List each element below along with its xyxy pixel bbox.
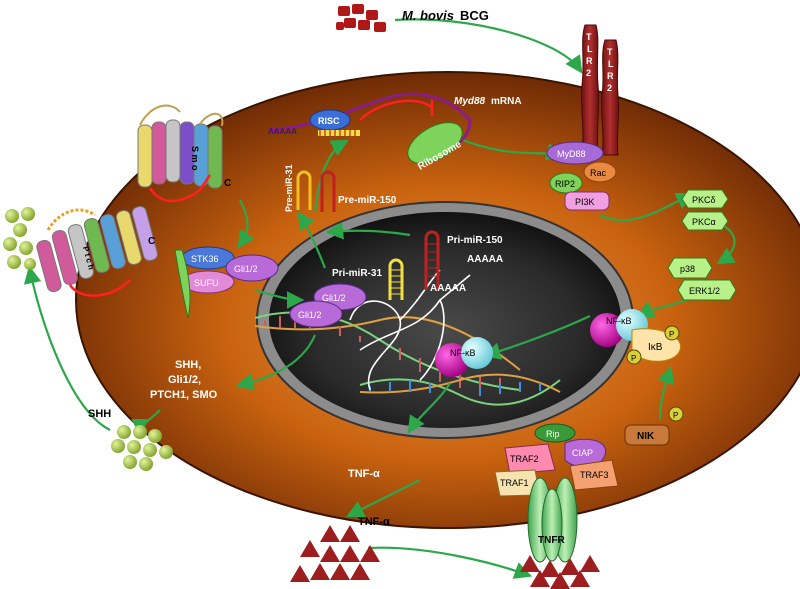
nik-phospho bbox=[668, 406, 684, 422]
shh-genes-line-3: PTCH1, SMO bbox=[150, 389, 218, 401]
shh-ligand-cluster-left bbox=[3, 207, 36, 270]
gli-nucleus-node-2 bbox=[289, 300, 343, 328]
myd88-node-label: MyD88 bbox=[557, 149, 586, 159]
smo-tail-leaf bbox=[174, 249, 191, 319]
pre-mir150-hairpin bbox=[320, 170, 336, 212]
ikb-node-label: IκB bbox=[648, 342, 663, 353]
mirna-duplex bbox=[318, 130, 360, 136]
gli-nucleus-label-2: Gli1/2 bbox=[298, 310, 322, 320]
gli-sufu-label: Gli1/2 bbox=[234, 264, 258, 274]
traf3-node bbox=[569, 459, 619, 491]
pri-mir150-hairpin bbox=[424, 230, 440, 290]
nfkb-nuc-p65 bbox=[461, 337, 493, 369]
gli-sufu-node bbox=[225, 254, 279, 282]
ciap-node bbox=[564, 438, 607, 468]
tlr2-receptor: T L R 2 T L R 2 bbox=[581, 24, 620, 156]
tlr2b-letter-2: 2 bbox=[607, 83, 612, 93]
rip2-node bbox=[549, 172, 583, 194]
tlr2b-letter-l: L bbox=[608, 59, 614, 69]
shh-label: SHH bbox=[88, 408, 111, 420]
pre-mir31-label: Pre-miR-31 bbox=[284, 164, 294, 212]
rac-node-label: Rac bbox=[590, 168, 607, 178]
pi3k-node-label: PI3K bbox=[575, 197, 595, 207]
poly-a-1: AAAAA bbox=[467, 254, 503, 265]
tlr2-letter-2: 2 bbox=[586, 68, 591, 78]
nfkb-nuc-label: NF-κB bbox=[450, 348, 476, 358]
myd88-mrna-label: mRNA bbox=[491, 96, 522, 107]
nfkb-cyto-label: NF-κB bbox=[606, 316, 632, 326]
tnfa-ligand-cluster bbox=[290, 525, 380, 582]
erk-node-label: ERK1/2 bbox=[689, 286, 720, 296]
tlr2b-letter-t: T bbox=[607, 47, 613, 57]
tnfa-in-label: TNF-α bbox=[348, 468, 380, 480]
tlr2-letter-l: L bbox=[587, 44, 593, 54]
bcg-label-italic: M. bovis bbox=[402, 8, 454, 23]
traf2-node-label: TRAF2 bbox=[510, 454, 539, 464]
traf1-node-label: TRAF1 bbox=[500, 478, 529, 488]
tlr2b-letter-r: R bbox=[607, 71, 614, 81]
gli-nucleus-label-1: Gli1/2 bbox=[322, 293, 346, 303]
pkca-node bbox=[681, 211, 729, 231]
risc-label: RISC bbox=[318, 116, 340, 126]
rip-node bbox=[534, 423, 576, 443]
sufu-node-label: SUFU bbox=[194, 278, 219, 288]
tnfr-label: TNFR bbox=[538, 535, 565, 546]
rip2-node-label: RIP2 bbox=[555, 179, 575, 189]
nfkb-nuc-p50 bbox=[435, 343, 469, 377]
pri-mir31-label: Pri-miR-31 bbox=[332, 268, 382, 279]
stk36-node-label: STK36 bbox=[191, 254, 219, 264]
myd88-node bbox=[546, 141, 604, 165]
ptch-receptor: P t c h C bbox=[36, 205, 158, 297]
tnfr-receptor bbox=[527, 477, 578, 563]
ikb-phospho-2-label: P bbox=[631, 354, 636, 363]
nik-node-label: NIK bbox=[637, 431, 655, 442]
nik-node bbox=[624, 424, 670, 446]
shh-genes-line-2: Gli1/2, bbox=[168, 374, 201, 386]
shh-genes-line-1: SHH, bbox=[175, 359, 201, 371]
ribosome bbox=[407, 122, 463, 164]
rac-node bbox=[583, 161, 617, 183]
erk-node bbox=[677, 279, 737, 301]
nik-phospho-label: P bbox=[673, 411, 678, 420]
smo-receptor: S m o C bbox=[137, 104, 231, 203]
pri-mir150-label: Pri-miR-150 bbox=[447, 235, 503, 246]
ikb-phospho-2 bbox=[626, 349, 642, 365]
p38-node-label: p38 bbox=[680, 264, 695, 274]
rna-strands bbox=[349, 269, 471, 391]
myd88-mrna-italic: Myd88 bbox=[454, 96, 486, 107]
rip-node-label: Rip bbox=[546, 429, 560, 439]
traf3-node-label: TRAF3 bbox=[580, 470, 609, 480]
pri-mir31-hairpin bbox=[388, 258, 404, 300]
pkcd-node bbox=[681, 189, 729, 209]
tnfa-out-label: TNF-α bbox=[358, 516, 390, 528]
p38-node bbox=[667, 257, 713, 279]
poly-a-2: AAAAA bbox=[430, 283, 466, 294]
smo-c-label: C bbox=[224, 178, 231, 189]
bcg-bacteria bbox=[336, 4, 386, 32]
pre-mir150-label: Pre-miR-150 bbox=[338, 195, 397, 206]
tnfa-bound-cluster bbox=[520, 555, 600, 589]
ciap-node-label: CIAP bbox=[572, 448, 593, 458]
smo-label: S m o bbox=[190, 146, 200, 171]
bcg-label: BCG bbox=[460, 8, 489, 23]
pi3k-node bbox=[564, 191, 610, 211]
pre-mir31-hairpin bbox=[296, 170, 312, 210]
pkcd-node-label: PKCδ bbox=[692, 195, 716, 205]
nfkb-cyto-p50 bbox=[590, 313, 624, 347]
tlr2-letter-r: R bbox=[586, 56, 593, 66]
ptch-c-label: C bbox=[148, 236, 155, 247]
traf2-node bbox=[504, 443, 556, 475]
tlr2-letter-t: T bbox=[586, 32, 592, 42]
poly-a-top: AAAAA bbox=[268, 127, 297, 136]
ikb-phospho-1-label: P bbox=[669, 330, 674, 339]
mirna-inhibition bbox=[359, 99, 434, 121]
ikb-phospho-1 bbox=[664, 325, 680, 341]
pkca-node-label: PKCα bbox=[692, 217, 716, 227]
shh-ligand-cluster-bottom bbox=[111, 425, 173, 471]
nucleus bbox=[269, 212, 621, 428]
